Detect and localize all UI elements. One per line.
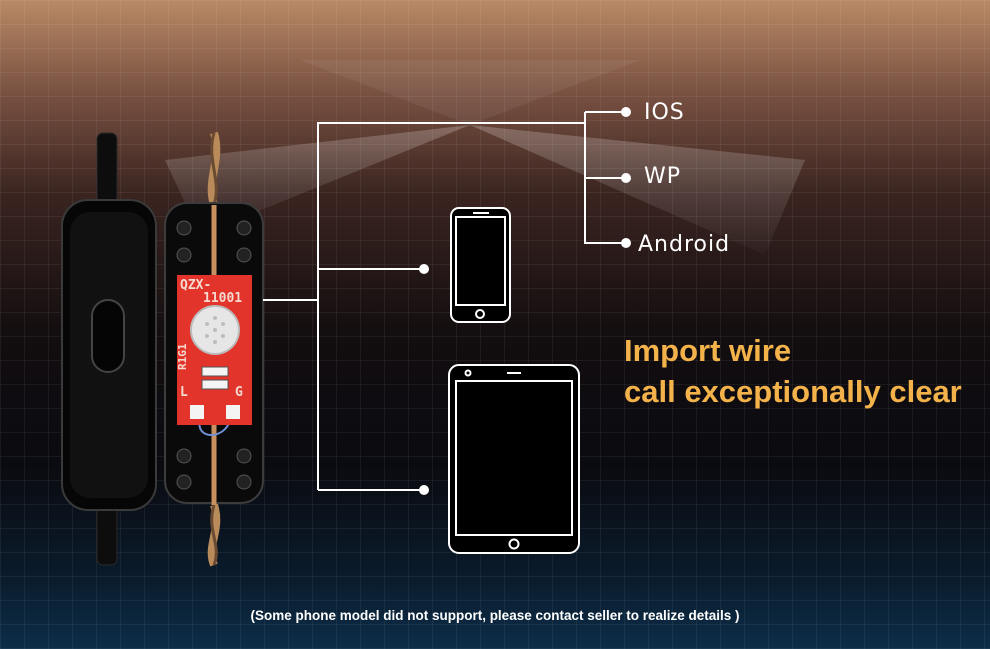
- compatibility-footnote: (Some phone model did not support, pleas…: [250, 608, 740, 623]
- headline: Import wire call exceptionally clear: [624, 330, 962, 412]
- headline-line-2: call exceptionally clear: [624, 374, 962, 409]
- pcb-ground-label: G: [235, 385, 243, 400]
- platform-android-label: Android: [638, 232, 731, 257]
- phone-icon: [450, 207, 511, 323]
- pcb-model-prefix: QZX-: [180, 278, 212, 293]
- platform-ios-label: IOS: [644, 100, 685, 125]
- headline-line-1: Import wire: [624, 333, 792, 368]
- tablet-icon: [448, 364, 580, 554]
- pcb-left-label: L: [180, 385, 188, 400]
- platform-wp-label: WP: [644, 164, 682, 189]
- pcb-model-number: 11001: [203, 291, 243, 306]
